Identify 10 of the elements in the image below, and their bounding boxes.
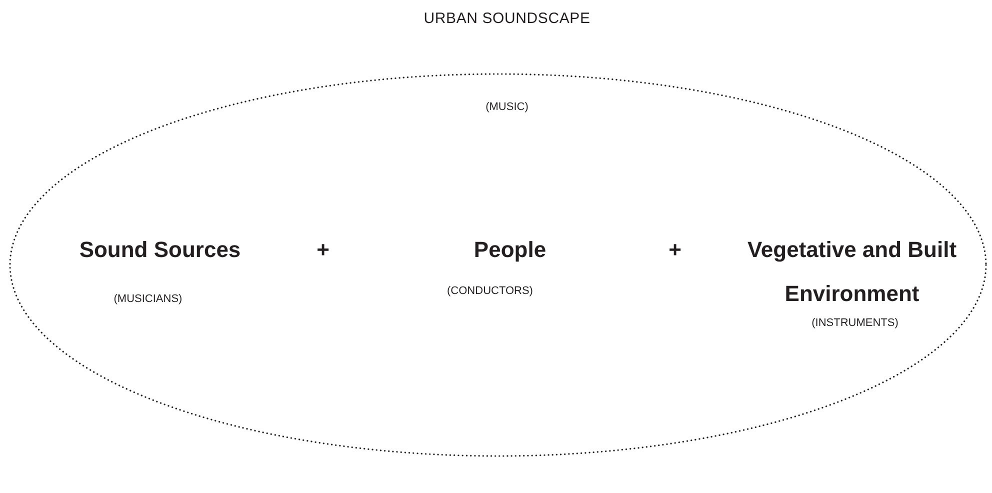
element-label: +: [316, 236, 330, 264]
element-label: People: [472, 236, 548, 264]
element-label: +: [668, 236, 682, 264]
role-label: (CONDUCTORS): [446, 284, 534, 298]
element-label: Sound Sources: [78, 236, 242, 264]
ellipse-heading: URBAN SOUNDSCAPE: [422, 10, 592, 27]
role-label: (INSTRUMENTS): [810, 316, 900, 330]
role-label: (MUSICIANS): [112, 292, 184, 306]
element-label: Vegetative and Built Environment: [746, 236, 958, 308]
node-subtitle: (MUSIC): [486, 101, 528, 113]
